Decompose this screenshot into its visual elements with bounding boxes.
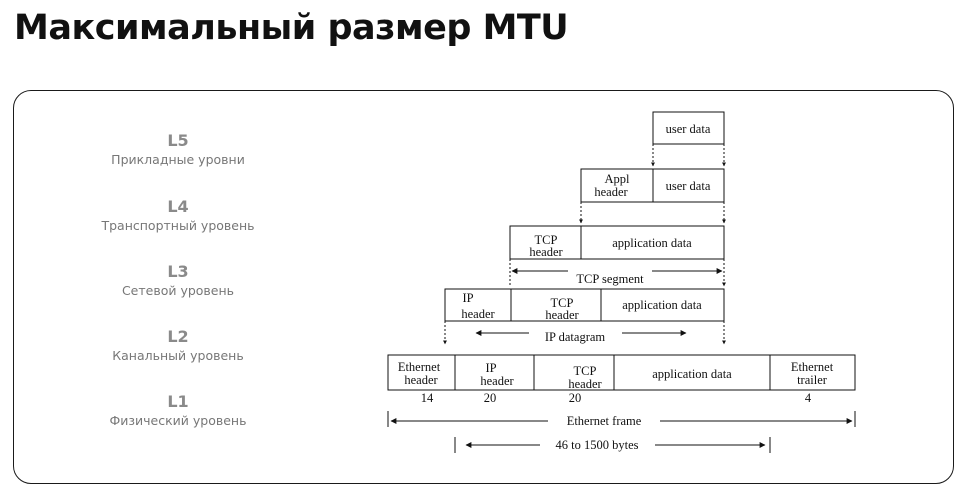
page-title: Максимальный размер MTU (14, 8, 569, 48)
tcp-header-label: header (545, 308, 579, 322)
layer-name: Прикладные уровни (111, 152, 245, 167)
layer-code: L2 (167, 327, 189, 346)
ethernet-trailer-label: trailer (797, 373, 828, 387)
layer-name: Канальный уровень (112, 348, 244, 363)
layer-code: L4 (167, 197, 189, 216)
ethernet-frame-label: Ethernet frame (567, 414, 642, 428)
tcp-header-label: TCP (551, 296, 574, 310)
application-data-label: application data (652, 367, 732, 381)
ip-datagram-box (444, 288, 725, 322)
appl-header-label: Appl (605, 172, 631, 186)
size-ethernet-header: 14 (421, 391, 434, 405)
ethernet-header-label: header (404, 373, 438, 387)
layer-name: Физический уровень (109, 413, 247, 428)
tcp-header-label: TCP (535, 233, 558, 247)
size-tcp-header: 20 (569, 391, 582, 405)
tcp-header-label: header (568, 377, 602, 391)
user-data-label: user data (666, 122, 711, 136)
appl-header-label: header (594, 185, 628, 199)
tcp-header-label: header (529, 245, 563, 259)
ip-header-label: IP (485, 361, 496, 375)
diagram-panel (13, 90, 954, 484)
user-data-box (652, 111, 725, 145)
application-data-label: application data (612, 236, 692, 250)
size-ip-header: 20 (484, 391, 497, 405)
layer-name: Транспортный уровень (101, 218, 255, 233)
ethernet-header-label: Ethernet (398, 360, 441, 374)
ip-header-label: header (461, 307, 495, 321)
ip-header-label: header (480, 374, 514, 388)
application-data-label: application data (622, 298, 702, 312)
layer-l4: L4 Транспортный уровень (68, 197, 288, 235)
layer-l2: L2 Канальный уровень (68, 327, 288, 365)
user-data-label: user data (666, 179, 711, 193)
tcp-header-label: TCP (574, 364, 597, 378)
layer-code: L1 (167, 392, 189, 411)
tcp-segment-label: TCP segment (576, 272, 644, 286)
size-ethernet-trailer: 4 (805, 391, 812, 405)
layer-l3: L3 Сетевой уровень (68, 262, 288, 300)
layer-l5: L5 Прикладные уровни (68, 131, 288, 169)
ip-header-label: IP (462, 291, 473, 305)
layer-code: L5 (167, 131, 189, 150)
layer-code: L3 (167, 262, 189, 281)
payload-range-label: 46 to 1500 bytes (556, 438, 639, 452)
ip-datagram-label: IP datagram (545, 330, 606, 344)
layer-l1: L1 Физический уровень (68, 392, 288, 430)
ethernet-trailer-label: Ethernet (791, 360, 834, 374)
layer-name: Сетевой уровень (121, 283, 235, 298)
ethernet-frame-box (387, 354, 856, 391)
tcp-segment-box (509, 225, 725, 260)
